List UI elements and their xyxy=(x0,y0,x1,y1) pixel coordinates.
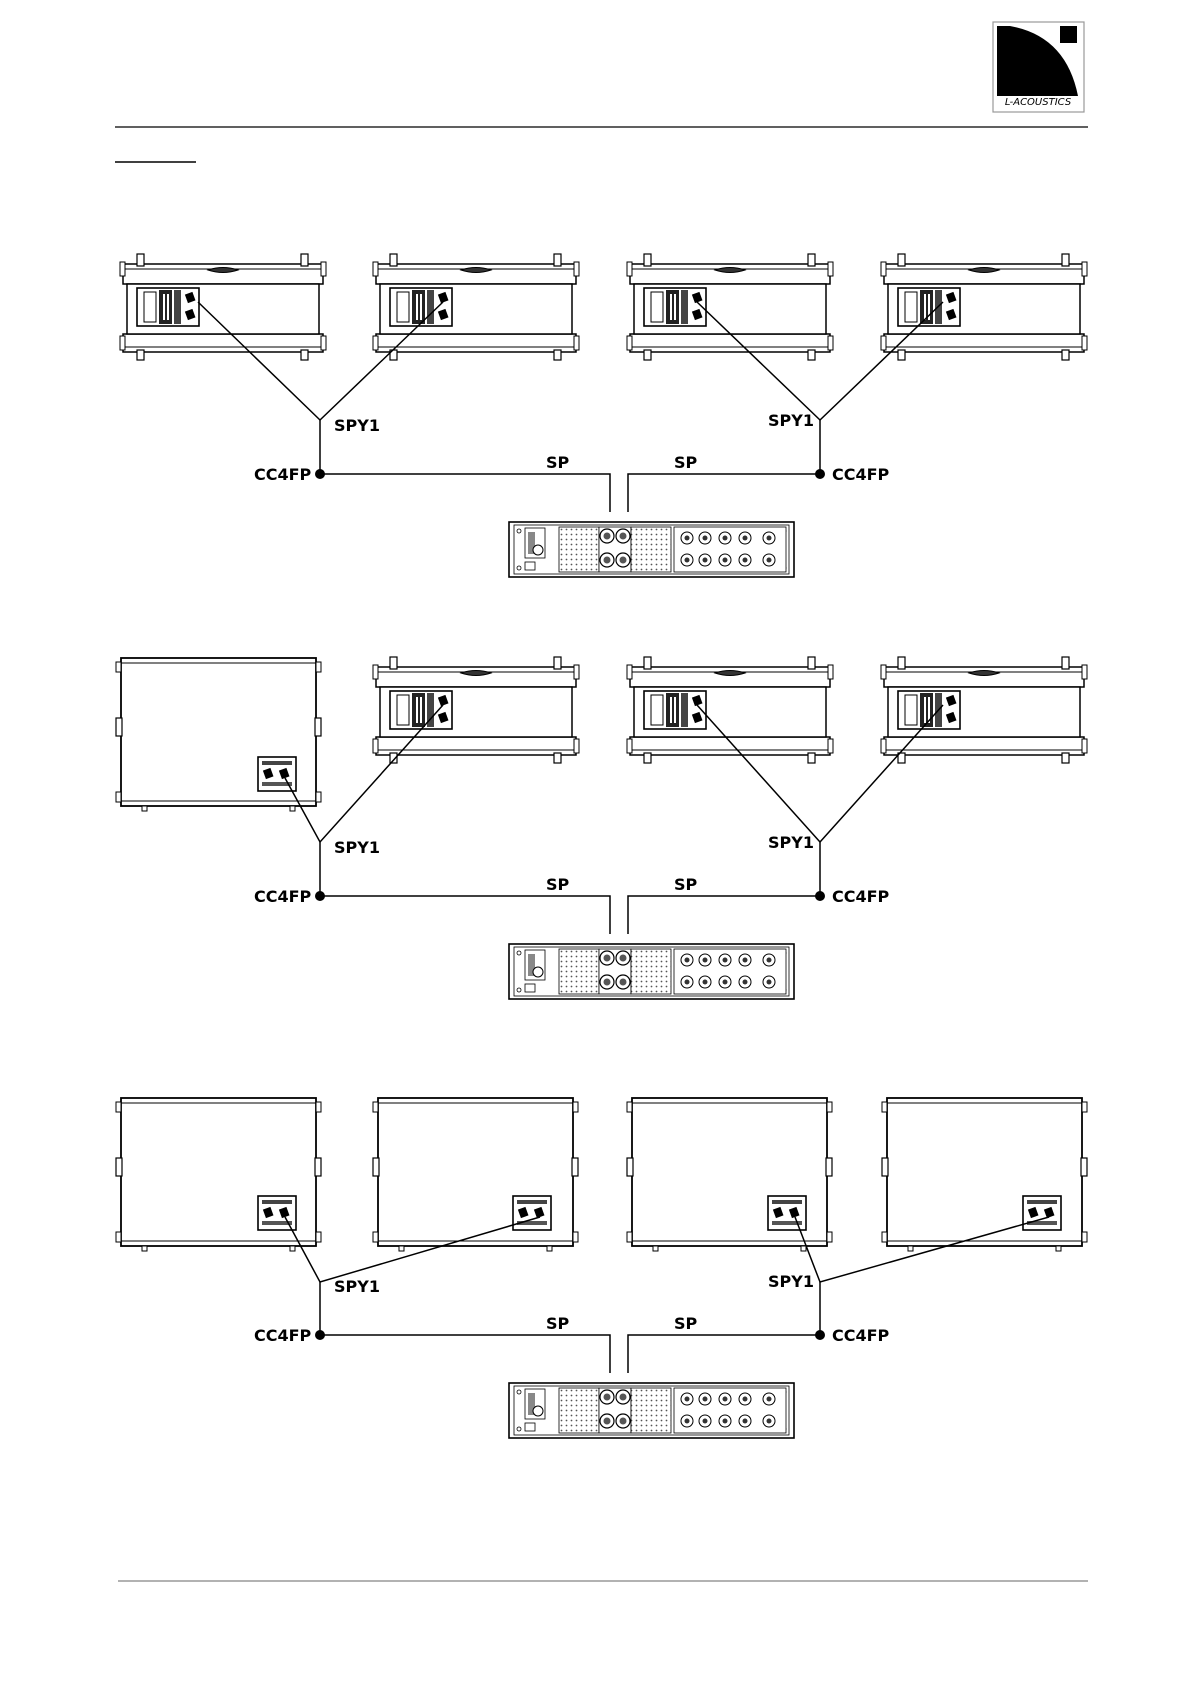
connector-label: CC4FP xyxy=(832,887,890,906)
connector-label: CC4FP xyxy=(254,887,312,906)
connector-label: CC4FP xyxy=(832,1326,890,1345)
splitter-label: SPY1 xyxy=(768,1272,814,1291)
splitter-label: SPY1 xyxy=(334,1277,380,1296)
cable-label: SP xyxy=(546,875,570,894)
connector-plate xyxy=(258,757,296,791)
enclosure-3 xyxy=(627,254,833,360)
connector-plate xyxy=(513,1196,551,1230)
splitter-label: SPY1 xyxy=(768,411,814,430)
cable-label: SP xyxy=(546,453,570,472)
diagram-2: SPY1 SPY1 CC4FP CC4FP SP SP xyxy=(116,657,1087,999)
splitter-label: SPY1 xyxy=(768,833,814,852)
amplifier xyxy=(509,944,794,999)
splitter-label: SPY1 xyxy=(334,416,380,435)
diagram-1: SPY1 SPY1 CC4FP CC4FP SP SP xyxy=(120,254,1087,577)
enclosure-1 xyxy=(120,254,326,360)
enclosure-4 xyxy=(881,657,1087,763)
connector-plate xyxy=(258,1196,296,1230)
amplifier xyxy=(509,522,794,577)
connector-node xyxy=(815,891,825,901)
connector-plate xyxy=(768,1196,806,1230)
amplifier xyxy=(509,1383,794,1438)
enclosure-2 xyxy=(373,657,579,763)
connector-node xyxy=(315,891,325,901)
splitter-label: SPY1 xyxy=(334,838,380,857)
connector-node xyxy=(815,469,825,479)
connector-label: CC4FP xyxy=(832,465,890,484)
cable-label: SP xyxy=(674,1314,698,1333)
connector-node xyxy=(315,469,325,479)
connector-plate xyxy=(1023,1196,1061,1230)
logo-text: L-ACOUSTICS xyxy=(1005,97,1072,108)
diagram-3: SPY1 SPY1 CC4FP CC4FP SP SP xyxy=(116,1098,1087,1438)
connector-label: CC4FP xyxy=(254,465,312,484)
enclosure-4 xyxy=(881,254,1087,360)
enclosure-3 xyxy=(627,657,833,763)
connector-label: CC4FP xyxy=(254,1326,312,1345)
connector-node xyxy=(815,1330,825,1340)
connector-node xyxy=(315,1330,325,1340)
cable-label: SP xyxy=(674,453,698,472)
cable-label: SP xyxy=(674,875,698,894)
cable-label: SP xyxy=(546,1314,570,1333)
enclosure-2 xyxy=(373,254,579,360)
logo: L-ACOUSTICS xyxy=(993,22,1084,112)
